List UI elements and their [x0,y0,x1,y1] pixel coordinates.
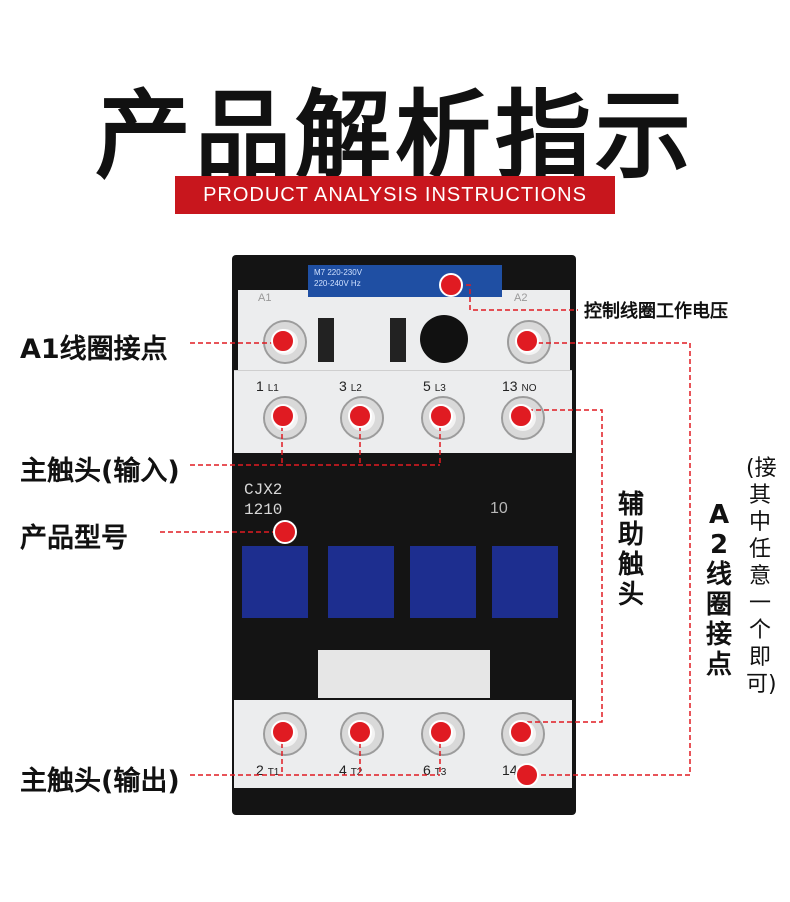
terminal-label-6: 6 T3 [423,762,447,778]
label-main-output: 主触头(输出) [20,766,180,797]
leader-main-input [190,418,441,466]
aux-code-marking: 10 [490,500,508,517]
terminal-screw-l2[interactable] [340,396,384,440]
subtitle-banner: PRODUCT ANALYSIS INSTRUCTIONS [175,176,615,214]
label-main-input: 主触头(输入) [20,456,180,487]
marker-dot-a2 [515,329,539,353]
leader-a2 [530,342,691,776]
label-model: 产品型号 [20,523,128,554]
blue-block-4 [492,546,558,618]
terminal-label-2: 2 T1 [256,762,280,778]
label-aux-contact: 辅助触头 [617,490,644,610]
page-title: 产品解析指示 [95,80,695,192]
blue-block-1 [242,546,308,618]
marker-dot-voltage [439,273,463,297]
voltage-line-1: M7 220-230V [314,268,363,277]
blue-block-2 [328,546,394,618]
marker-dot-14-lower [515,763,539,787]
leader-main-output [190,735,441,776]
label-a2-note: (接其中任意一个即可) [746,456,777,697]
label-a1-contact: A1线圈接点 [20,334,168,365]
terminal-label-5: 5 L3 [423,378,446,394]
label-a2-contact: A2线圈接点 [705,500,732,680]
marker-dot-t2 [348,720,372,744]
slot-right [390,318,406,362]
marker-dot-a1 [271,329,295,353]
voltage-line-2: 220-240V Hz [314,279,361,288]
terminal-label-13: 13 NO [502,378,537,394]
slot-left [318,318,334,362]
blue-block-3 [410,546,476,618]
terminal-label-3: 3 L2 [339,378,362,394]
marker-dot-t1 [271,720,295,744]
terminal-label-1: 1 L1 [256,378,279,394]
terminal-screw-l3[interactable] [421,396,465,440]
marker-dot-l1 [271,404,295,428]
model-marking: CJX2 1210 [244,481,283,519]
marker-dot-l2 [348,404,372,428]
a2-marking: A2 [514,292,528,304]
a1-marking: A1 [258,292,272,304]
marker-dot-l3 [429,404,453,428]
marker-dot-13no [509,404,533,428]
indicator-window [318,650,490,698]
leader-coil-voltage [450,284,578,311]
leader-aux [520,409,603,723]
marker-dot-model [273,520,297,544]
a1-screw-terminal[interactable] [263,320,307,364]
marker-dot-t3 [429,720,453,744]
terminal-label-4: 4 T2 [339,762,363,778]
test-knob-icon [420,315,468,363]
label-coil-voltage: 控制线圈工作电压 [584,301,728,322]
marker-dot-14 [509,720,533,744]
